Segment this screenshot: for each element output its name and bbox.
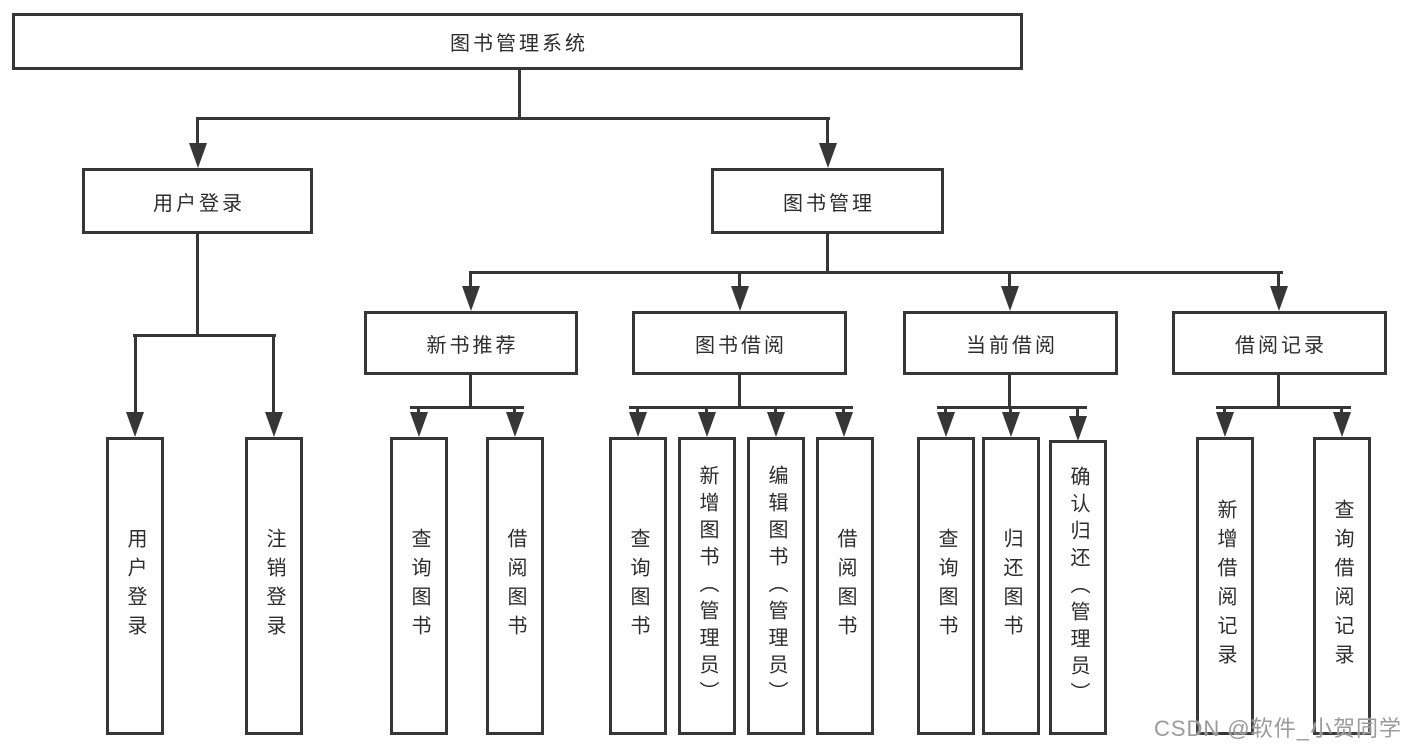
arrow-down bbox=[265, 412, 283, 437]
arrow-down bbox=[126, 412, 144, 437]
arrow-down bbox=[819, 143, 837, 168]
leaf-return-book-label: 归还图书 bbox=[1000, 528, 1022, 644]
leaf-logout: 注销登录 bbox=[245, 437, 303, 735]
arrow-down bbox=[835, 412, 853, 437]
arrow-down bbox=[698, 412, 716, 437]
leaf-edit-book-admin: 编辑图书（管理员） bbox=[747, 437, 805, 735]
arrow-down bbox=[189, 143, 207, 168]
connector-borrow-record-stem bbox=[1277, 375, 1280, 409]
arrow-down bbox=[629, 412, 647, 437]
arrow-down bbox=[410, 412, 428, 437]
arrow-down bbox=[506, 412, 524, 437]
connector-borrow-record-bus bbox=[1216, 406, 1351, 409]
leaf-add-borrow-record: 新增借阅记录 bbox=[1196, 437, 1254, 735]
connector-book-borrow-bus bbox=[629, 406, 853, 409]
arrow-down bbox=[937, 412, 955, 437]
leaf-confirm-return-admin-label: 确认归还（管理员） bbox=[1067, 466, 1089, 709]
connector-drop bbox=[134, 334, 137, 429]
node-book-management-label: 图书管理 bbox=[783, 192, 875, 215]
node-root-system: 图书管理系统 bbox=[12, 13, 1023, 70]
leaf-edit-book-admin-label: 编辑图书（管理员） bbox=[765, 464, 787, 708]
leaf-confirm-return-admin: 确认归还（管理员） bbox=[1049, 440, 1107, 735]
node-user-login: 用户登录 bbox=[82, 168, 313, 234]
connector-new-book-recommend-bus bbox=[410, 406, 524, 409]
node-book-borrow: 图书借阅 bbox=[632, 311, 847, 375]
leaf-current-query-books-label: 查询图书 bbox=[935, 528, 957, 644]
leaf-add-borrow-record-label: 新增借阅记录 bbox=[1214, 499, 1236, 673]
node-root-system-label: 图书管理系统 bbox=[450, 33, 588, 55]
leaf-borrow-query-books-label: 查询图书 bbox=[627, 528, 649, 644]
node-book-borrow-label: 图书借阅 bbox=[695, 334, 787, 357]
leaf-return-book: 归还图书 bbox=[982, 437, 1040, 735]
leaf-borrow-books: 借阅图书 bbox=[816, 437, 874, 735]
connector-drop bbox=[196, 117, 199, 159]
leaf-add-book-admin-label: 新增图书（管理员） bbox=[696, 464, 718, 708]
arrow-down bbox=[1002, 412, 1020, 437]
leaf-recommend-query-books: 查询图书 bbox=[390, 437, 448, 735]
connector-root-stem bbox=[518, 70, 521, 118]
connector-book-management-stem bbox=[826, 234, 829, 273]
connector-book-management-bus bbox=[469, 271, 1283, 274]
leaf-query-borrow-record: 查询借阅记录 bbox=[1313, 437, 1371, 735]
arrow-down bbox=[462, 286, 480, 311]
leaf-borrow-books-label: 借阅图书 bbox=[834, 528, 856, 644]
connector-book-borrow-stem bbox=[738, 375, 741, 409]
node-current-borrow-label: 当前借阅 bbox=[966, 334, 1058, 357]
watermark: CSDN @软件_小贺同学 bbox=[1153, 716, 1402, 741]
arrow-down bbox=[731, 286, 749, 311]
node-new-book-recommend-label: 新书推荐 bbox=[426, 334, 519, 357]
arrow-down bbox=[1001, 286, 1019, 311]
leaf-logout-label: 注销登录 bbox=[263, 528, 285, 644]
node-borrow-record: 借阅记录 bbox=[1172, 311, 1387, 375]
connector-new-book-recommend-stem bbox=[469, 375, 472, 409]
node-user-login-label: 用户登录 bbox=[153, 192, 245, 215]
leaf-current-query-books: 查询图书 bbox=[917, 437, 975, 735]
connector-user-login-stem bbox=[196, 234, 199, 336]
connector-drop bbox=[826, 117, 829, 159]
leaf-user-login-label: 用户登录 bbox=[124, 528, 146, 644]
leaf-query-borrow-record-label: 查询借阅记录 bbox=[1331, 499, 1353, 673]
node-book-management: 图书管理 bbox=[711, 168, 944, 234]
connector-user-login-bus bbox=[133, 334, 276, 337]
leaf-add-book-admin: 新增图书（管理员） bbox=[678, 437, 736, 735]
connector-current-borrow-bus bbox=[937, 406, 1087, 409]
node-new-book-recommend: 新书推荐 bbox=[364, 311, 578, 375]
leaf-borrow-query-books: 查询图书 bbox=[609, 437, 667, 735]
arrow-down bbox=[1069, 416, 1087, 441]
arrow-down bbox=[1333, 412, 1351, 437]
leaf-recommend-borrow-books-label: 借阅图书 bbox=[504, 528, 526, 644]
arrow-down bbox=[1216, 412, 1234, 437]
arrow-down bbox=[767, 412, 785, 437]
leaf-recommend-borrow-books: 借阅图书 bbox=[486, 437, 544, 735]
connector-root-bus bbox=[196, 117, 830, 120]
connector-drop bbox=[272, 334, 275, 429]
node-borrow-record-label: 借阅记录 bbox=[1235, 334, 1327, 357]
node-current-borrow: 当前借阅 bbox=[903, 311, 1118, 375]
arrow-down bbox=[1270, 286, 1288, 311]
leaf-user-login: 用户登录 bbox=[106, 437, 164, 735]
leaf-recommend-query-books-label: 查询图书 bbox=[408, 528, 430, 644]
connector-current-borrow-stem bbox=[1008, 375, 1011, 409]
